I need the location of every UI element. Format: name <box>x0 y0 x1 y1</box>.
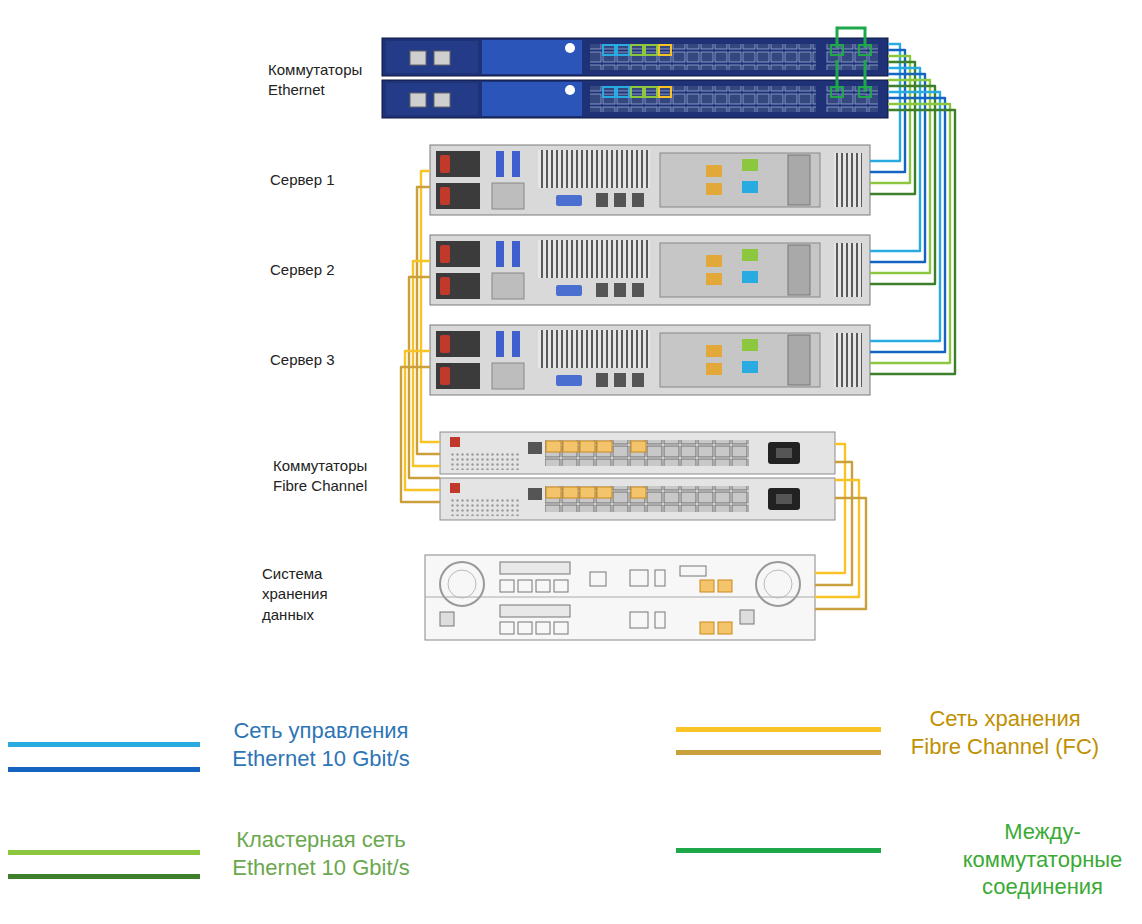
device-detail <box>440 612 454 626</box>
cable-connector <box>405 351 440 490</box>
device-detail <box>700 580 714 592</box>
device-detail <box>590 572 606 586</box>
device-detail <box>836 60 839 92</box>
ethernet-switch-pair <box>382 38 888 118</box>
cable-connector <box>870 86 935 284</box>
cable-connector <box>401 367 440 502</box>
cable-connector <box>409 277 440 478</box>
device-detail <box>700 622 714 634</box>
device-detail <box>425 597 815 598</box>
device-label: Система хранения данных <box>262 564 344 625</box>
fc-switches: Коммутаторы Fibre Channel <box>440 432 835 520</box>
device-label: Сервер 3 <box>270 350 362 370</box>
cable-connector <box>870 104 950 363</box>
legend-text: Сеть хранения Fibre Channel (FC) <box>905 705 1105 760</box>
legend-swatch-dark <box>8 874 200 879</box>
device-detail <box>430 235 870 305</box>
ethernet-switches: Коммутаторы Ethernet <box>382 38 888 118</box>
device-label: Сервер 2 <box>270 260 362 280</box>
device-detail <box>630 570 648 586</box>
device-detail <box>764 570 792 598</box>
server: Сервер 1 <box>430 145 870 215</box>
device-detail <box>655 570 665 586</box>
legend-text: Кластерная сеть Ethernet 10 Gbit/s <box>215 826 427 881</box>
device-detail <box>518 580 532 592</box>
device-detail <box>440 562 484 606</box>
legend-swatch-dark <box>8 767 200 772</box>
cable-connector <box>870 62 915 194</box>
device-detail <box>500 605 570 617</box>
inter-switch-link <box>837 28 865 92</box>
device-detail <box>500 622 514 634</box>
device-detail <box>425 555 815 640</box>
fibre-channel-switch-pair <box>440 432 835 520</box>
device-detail <box>536 580 550 592</box>
device-detail <box>740 610 754 624</box>
cable-connector <box>413 261 440 466</box>
device-detail <box>500 580 514 592</box>
device-detail <box>718 580 732 592</box>
device-detail <box>440 478 835 520</box>
device-detail <box>554 622 568 634</box>
legend-swatch <box>8 850 200 855</box>
cable-connector <box>870 110 955 374</box>
server: Сервер 3 <box>430 325 870 395</box>
legend-swatch <box>676 848 881 853</box>
device-detail <box>756 562 800 606</box>
device-detail <box>440 432 835 474</box>
device-detail <box>554 580 568 592</box>
cable-connector <box>870 68 920 251</box>
device-detail <box>864 60 867 92</box>
device-detail <box>837 28 865 48</box>
legend-swatch-dark <box>676 750 881 755</box>
cable-connector <box>815 498 866 609</box>
device-detail <box>382 38 888 76</box>
device-detail <box>430 145 870 215</box>
cable-connector <box>417 187 440 454</box>
cable-connector <box>815 444 845 573</box>
server-chassis <box>430 145 870 395</box>
legend-text: Между- коммутаторные соединения <box>955 818 1130 901</box>
legend-text: Сеть управления Ethernet 10 Gbit/s <box>215 717 427 772</box>
legend-swatch <box>8 742 200 747</box>
device-label: Коммутаторы Fibre Channel <box>273 456 385 497</box>
device-detail <box>630 612 648 628</box>
device-label: Коммутаторы Ethernet <box>268 60 376 101</box>
device-detail <box>655 612 665 628</box>
device-label: Сервер 1 <box>270 170 362 190</box>
device-detail <box>448 570 476 598</box>
device-detail <box>500 562 570 574</box>
storage-chassis <box>425 555 815 640</box>
device-detail <box>382 80 888 118</box>
cable-connector <box>870 98 945 352</box>
cable-connector <box>870 74 925 262</box>
device-detail <box>536 622 550 634</box>
legend-swatch <box>676 727 881 732</box>
device-detail <box>518 622 532 634</box>
device-detail <box>680 566 706 576</box>
server: Сервер 2 <box>430 235 870 305</box>
device-detail <box>718 622 732 634</box>
cable-connector <box>421 171 440 442</box>
cable-connector <box>870 92 940 341</box>
storage-system: Система хранения данных <box>425 555 815 640</box>
device-detail <box>430 325 870 395</box>
